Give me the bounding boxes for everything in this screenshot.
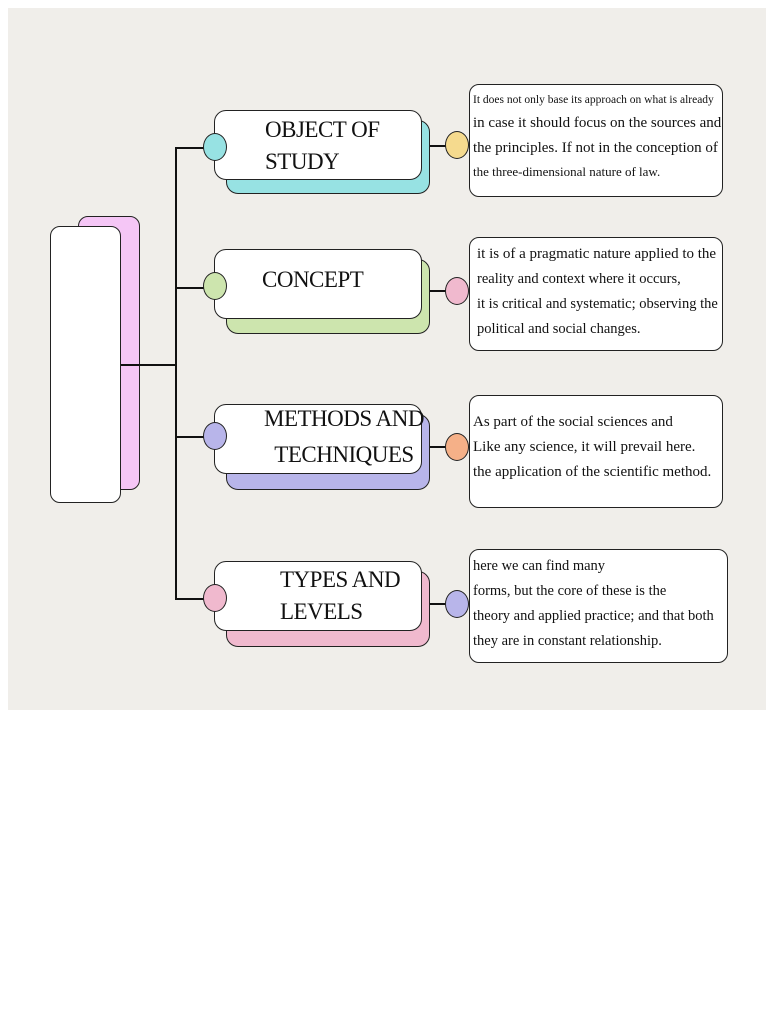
- description-line: the application of the scientific method…: [473, 464, 712, 480]
- branch-line-1: [175, 147, 205, 149]
- description-line: here we can find many: [473, 558, 606, 574]
- category-3-box: [214, 404, 422, 474]
- branch-line-3: [175, 436, 205, 438]
- category-1-description: It does not only base its approach on wh…: [469, 84, 723, 197]
- category-4-box: [214, 561, 422, 631]
- description-line: it is critical and systematic; observing…: [477, 296, 718, 312]
- description-line: political and social changes.: [477, 321, 641, 337]
- category-4-label: TYPES AND LEVELS: [280, 567, 401, 624]
- category-1-label: OBJECT OF STUDY: [265, 117, 380, 174]
- category-3-right-connector: [430, 446, 446, 448]
- category-3-label: METHODS AND TECHNIQUES: [264, 406, 424, 467]
- category-2-right-dot: [445, 277, 469, 305]
- category-3-right-dot: [445, 433, 469, 461]
- category-4-description: here we can find many forms, but the cor…: [469, 549, 728, 663]
- description-line: the principles. If not in the conception…: [473, 140, 718, 156]
- category-1-box: [214, 110, 422, 180]
- description-line: It does not only base its approach on wh…: [473, 94, 714, 106]
- category-2-left-dot: [203, 272, 227, 300]
- category-1-right-dot: [445, 131, 469, 159]
- root-connector: [121, 364, 176, 366]
- trunk-line: [175, 147, 177, 599]
- description-line: reality and context where it occurs,: [477, 271, 681, 287]
- description-line: As part of the social sciences and: [473, 414, 673, 430]
- category-2-description: it is of a pragmatic nature applied to t…: [469, 237, 723, 351]
- branch-line-2: [175, 287, 205, 289]
- category-1-left-dot: [203, 133, 227, 161]
- category-2-label: CONCEPT: [262, 267, 364, 292]
- category-2-right-connector: [430, 290, 446, 292]
- category-3-left-dot: [203, 422, 227, 450]
- description-line: they are in constant relationship.: [473, 633, 662, 649]
- description-line: theory and applied practice; and that bo…: [473, 608, 714, 624]
- category-3-description: As part of the social sciences and Like …: [469, 395, 723, 508]
- category-4-right-connector: [430, 603, 446, 605]
- description-line: it is of a pragmatic nature applied to t…: [477, 246, 717, 262]
- description-line: forms, but the core of these is the: [473, 583, 667, 599]
- description-line: Like any science, it will prevail here.: [473, 439, 696, 455]
- category-4-left-dot: [203, 584, 227, 612]
- description-line: in case it should focus on the sources a…: [473, 115, 722, 131]
- branch-line-4: [175, 598, 205, 600]
- root-node: [50, 226, 121, 503]
- category-1-right-connector: [430, 145, 446, 147]
- description-line: the three-dimensional nature of law.: [473, 164, 661, 179]
- category-4-right-dot: [445, 590, 469, 618]
